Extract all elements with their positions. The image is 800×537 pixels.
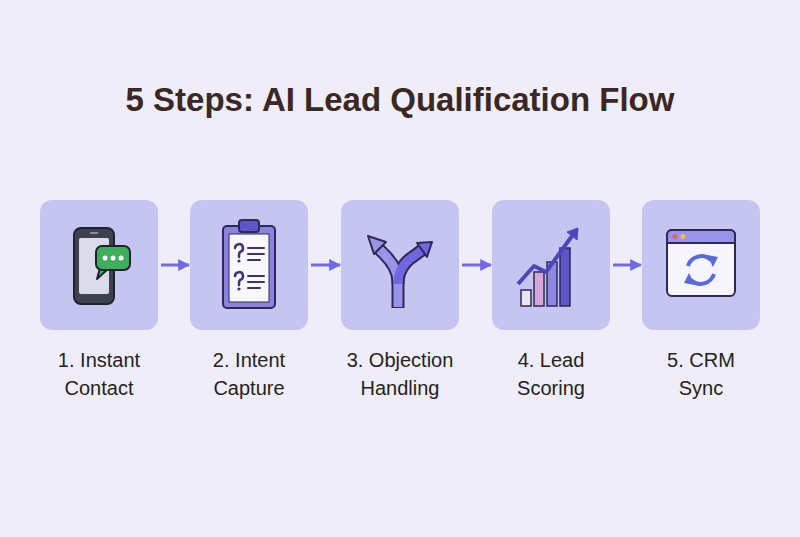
phone-body <box>74 228 114 304</box>
text-line <box>248 275 264 277</box>
bubble-tail <box>97 268 109 279</box>
sync-arc <box>691 274 714 284</box>
arrow-outline <box>379 249 398 308</box>
text-lines <box>248 248 264 288</box>
text-line <box>248 253 264 255</box>
arrow-head <box>368 236 386 254</box>
chart-bar <box>547 262 557 306</box>
text-line <box>248 281 264 283</box>
text-line <box>248 259 260 261</box>
bar-chart-icon <box>518 228 578 306</box>
step-label-group: 5. CRM Sync <box>645 346 757 402</box>
diagram-title: 5 Steps: AI Lead Qualification Flow <box>0 78 800 122</box>
arrow-branch <box>379 249 398 307</box>
step-label-group: 3. Objection Handling <box>344 346 456 402</box>
sync-head <box>684 273 695 285</box>
arrow-branch <box>398 250 422 284</box>
question-dot <box>237 287 240 290</box>
trend-head <box>567 228 578 240</box>
step-box: 5. CRM Sync <box>642 200 760 330</box>
step-label-group: 2. Intent Capture <box>193 346 305 402</box>
arrow-outline <box>398 250 422 284</box>
browser-window <box>667 230 735 296</box>
text-line <box>248 287 260 289</box>
window-dot <box>681 234 686 239</box>
step-label: 5. CRM Sync <box>645 346 757 402</box>
step-label: 3. Objection Handling <box>344 346 456 402</box>
step-box: 2. Intent Capture <box>190 200 308 330</box>
browser-sync-icon <box>667 230 735 296</box>
clipboard-board <box>223 226 275 308</box>
phone-screen <box>79 238 109 294</box>
chat-bubble <box>96 246 130 270</box>
window-dot <box>673 234 678 239</box>
arrow-head <box>417 242 432 257</box>
question-mark <box>235 244 243 257</box>
flow-arrow <box>161 264 189 267</box>
step-label-group: 1. Instant Contact <box>43 346 155 402</box>
clipboard-clip <box>239 220 259 232</box>
chart-bar <box>560 248 570 306</box>
step-box: 4. Lead Scoring <box>492 200 610 330</box>
step-box: 1. Instant Contact <box>40 200 158 330</box>
flow-arrow <box>613 264 641 267</box>
bubble-dot <box>119 256 124 261</box>
browser-bar <box>667 230 735 243</box>
chart-bar <box>534 272 544 306</box>
split-arrow-icon <box>368 236 432 308</box>
question-dot <box>237 259 240 262</box>
bubble-dot <box>103 256 108 261</box>
question-mark <box>235 272 243 285</box>
step-label: 1. Instant Contact <box>43 346 155 402</box>
sync-head <box>707 255 718 267</box>
step-box: 3. Objection Handling <box>341 200 459 330</box>
chart-bar <box>521 290 531 306</box>
step-label: 2. Intent Capture <box>193 346 305 402</box>
text-line <box>248 247 264 249</box>
step-label-group: 4. Lead Scoring <box>495 346 607 402</box>
phone-icon <box>74 228 130 304</box>
trend-line <box>518 236 572 284</box>
flow-arrow <box>462 264 491 267</box>
clipboard-paper <box>229 234 269 302</box>
phone-speaker <box>90 232 98 234</box>
sync-arc <box>688 256 711 266</box>
clipboard-icon <box>223 220 275 308</box>
step-label: 4. Lead Scoring <box>495 346 607 402</box>
flow-arrow <box>311 264 340 267</box>
bubble-dot <box>111 256 116 261</box>
